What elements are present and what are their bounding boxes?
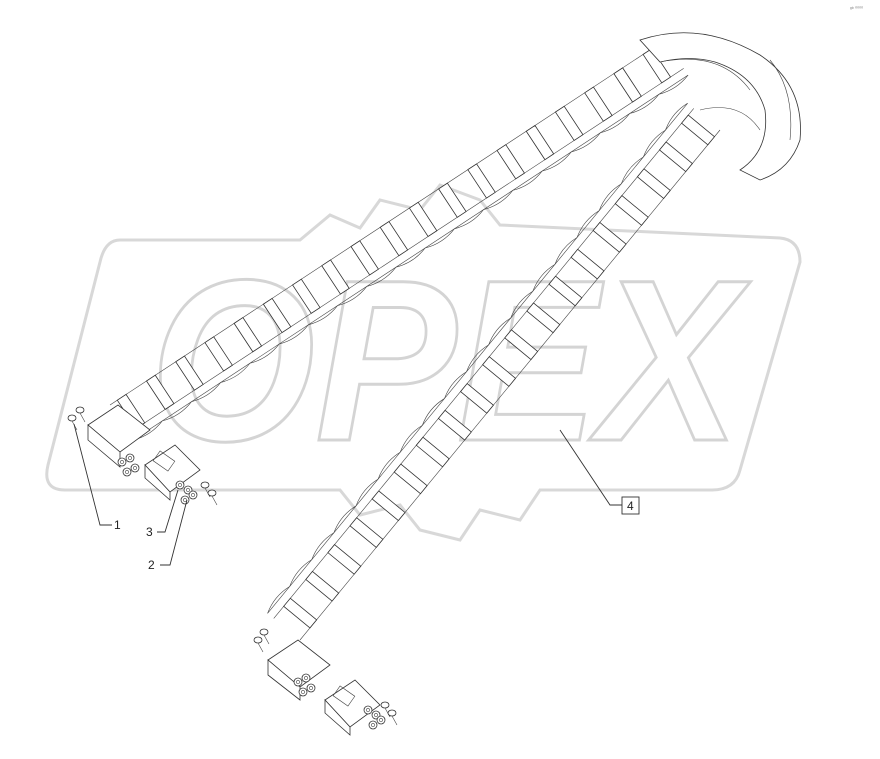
upper-chain-link [321, 259, 367, 306]
upper-chain-link [145, 374, 192, 422]
upper-chain-link [554, 105, 601, 153]
cable-chain-bend [639, 32, 801, 181]
lower-chain-link [532, 264, 583, 307]
washer [363, 705, 373, 715]
watermark: OPEX [45, 183, 802, 542]
lower-chain-link [576, 210, 627, 253]
screw [200, 481, 211, 498]
diagram-code: ᵍᵇ ⁰⁰⁰⁰ [850, 6, 863, 12]
washer [293, 677, 303, 687]
watermark-text: OPEX [150, 232, 751, 489]
lower-chain-link [422, 398, 472, 441]
screw [259, 628, 270, 645]
upper-chain-link [613, 67, 660, 114]
upper-chain-link [525, 124, 572, 172]
lower-chain-link [355, 478, 406, 522]
callout-4: 4 [559, 429, 640, 515]
upper-chain-link [350, 240, 397, 287]
washer [180, 495, 190, 505]
screw [207, 489, 218, 506]
cable-chain-lower-run [267, 103, 721, 641]
lower-chain-link [267, 586, 318, 629]
washer [306, 683, 316, 693]
washer [117, 457, 127, 467]
callout-label-1: 1 [114, 518, 121, 532]
screw [67, 414, 78, 431]
lower-chain-link [333, 505, 384, 548]
upper-chain-link [233, 317, 280, 364]
mounting-bracket-lower [267, 639, 381, 736]
screw [75, 406, 86, 423]
washer [175, 480, 185, 490]
lower-chain-link [510, 290, 561, 334]
callout-box-4 [621, 496, 640, 515]
upper-chain-link [408, 201, 455, 249]
lower-chain-link [311, 532, 362, 575]
screw [253, 636, 264, 653]
upper-chain-link [496, 144, 543, 191]
lower-chain-link [643, 129, 693, 173]
washer [188, 490, 198, 500]
washer [368, 720, 378, 730]
upper-chain-link [584, 86, 630, 134]
screw [387, 709, 398, 726]
callout-label-2: 2 [148, 558, 155, 572]
upper-chain-link [467, 163, 514, 210]
lower-chain-link [289, 559, 340, 602]
lower-chain-link [399, 425, 450, 468]
washer [376, 715, 386, 725]
lower-chain-link [466, 344, 517, 387]
lower-chain-link [554, 237, 605, 280]
lower-chain-link [598, 183, 649, 226]
callout-2: 2 [148, 499, 188, 572]
lower-chain-link [665, 103, 716, 146]
mounting-bracket-upper [87, 404, 201, 501]
lower-chain-link [377, 451, 428, 495]
callout-label-4: 4 [627, 499, 634, 513]
callout-1: 1 [73, 423, 121, 532]
callout-3: 3 [146, 489, 179, 539]
lower-chain-link [444, 371, 494, 414]
upper-chain-link [438, 182, 484, 230]
watermark-gear-outline [45, 183, 802, 542]
upper-chain-link [292, 278, 338, 326]
upper-chain-link [262, 297, 309, 345]
washer [122, 467, 132, 477]
lower-chain-link [620, 156, 671, 200]
fasteners [67, 406, 398, 730]
upper-chain-link [175, 355, 221, 402]
cable-chain-upper-run [109, 39, 689, 441]
washer [298, 687, 308, 697]
upper-chain-link [642, 48, 689, 95]
lower-chain-link [488, 317, 539, 361]
washer [125, 453, 135, 463]
washer [301, 673, 311, 683]
upper-chain-link [204, 336, 251, 383]
washer [130, 463, 140, 473]
callout-label-3: 3 [146, 525, 153, 539]
upper-chain-link [379, 220, 426, 268]
